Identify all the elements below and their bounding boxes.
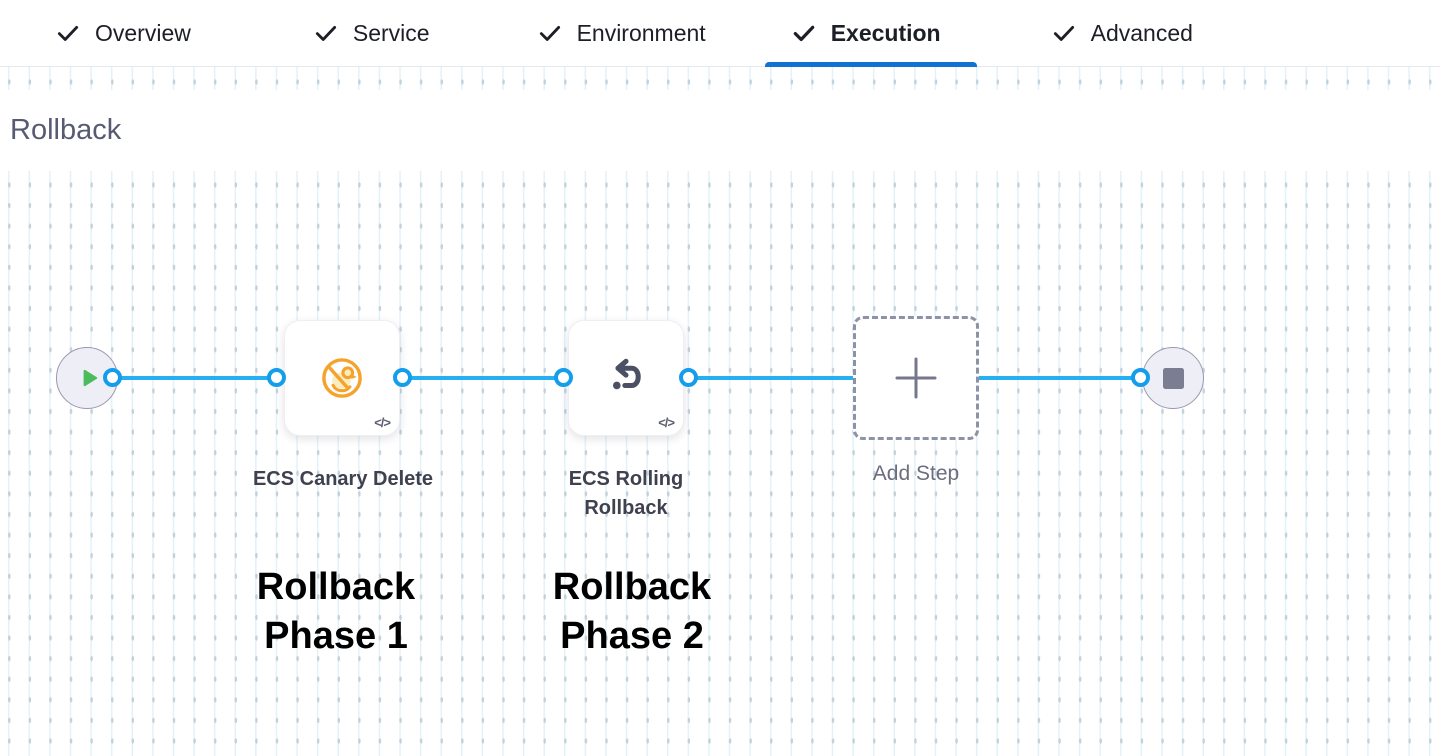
step-ecs-canary-delete[interactable]: </> bbox=[284, 320, 400, 436]
tab-environment[interactable]: Environment bbox=[537, 0, 706, 66]
code-icon[interactable]: </> bbox=[374, 415, 391, 430]
port-step2-out[interactable] bbox=[679, 368, 698, 387]
rollback-heading-band: Rollback bbox=[0, 90, 1440, 171]
tab-overview[interactable]: Overview bbox=[55, 0, 191, 66]
step-name-label: ECS Rolling Rollback bbox=[568, 468, 684, 519]
pipeline-end-node bbox=[1142, 347, 1204, 409]
ecs-canary-delete-icon bbox=[322, 358, 362, 398]
tab-label: Overview bbox=[95, 19, 191, 46]
play-icon bbox=[83, 369, 98, 387]
port-end-in[interactable] bbox=[1131, 368, 1150, 387]
add-step-button[interactable] bbox=[853, 316, 979, 440]
check-icon bbox=[57, 25, 79, 41]
stop-icon bbox=[1162, 367, 1184, 389]
tab-label: Execution bbox=[830, 19, 941, 46]
port-step2-in[interactable] bbox=[554, 368, 573, 387]
code-icon[interactable]: </> bbox=[658, 415, 675, 430]
tab-label: Environment bbox=[576, 19, 706, 46]
tab-advanced[interactable]: Advanced bbox=[1051, 0, 1193, 66]
rollback-phase-annotation: Rollback Phase 2 bbox=[552, 566, 712, 657]
check-icon bbox=[539, 25, 560, 41]
check-icon bbox=[793, 25, 814, 42]
step-ecs-rolling-rollback[interactable]: </> bbox=[568, 320, 684, 436]
tab-label: Service bbox=[352, 19, 430, 46]
rollback-heading: Rollback bbox=[10, 114, 122, 146]
tab-label: Advanced bbox=[1090, 19, 1193, 46]
connector-line bbox=[688, 376, 854, 380]
connector-line bbox=[402, 376, 565, 380]
tab-execution[interactable]: Execution bbox=[764, 0, 977, 67]
port-start-out[interactable] bbox=[103, 368, 122, 387]
connector-line bbox=[977, 376, 1143, 380]
plus-icon bbox=[895, 357, 937, 399]
rollback-phase-annotation: Rollback Phase 1 bbox=[256, 566, 416, 657]
port-step1-out[interactable] bbox=[393, 368, 412, 387]
execution-canvas: Rollback </> bbox=[0, 67, 1440, 756]
stage-tabbar: Overview Service Environment Execution A… bbox=[0, 0, 1440, 67]
check-icon bbox=[315, 25, 336, 41]
add-step-label: Add Step bbox=[872, 462, 960, 485]
step-name-label: ECS Canary Delete bbox=[252, 468, 434, 490]
ecs-rolling-rollback-icon bbox=[613, 358, 641, 390]
connector-line bbox=[110, 376, 277, 380]
tab-service[interactable]: Service bbox=[313, 0, 430, 66]
port-step1-in[interactable] bbox=[267, 368, 286, 387]
check-icon bbox=[1053, 25, 1074, 41]
